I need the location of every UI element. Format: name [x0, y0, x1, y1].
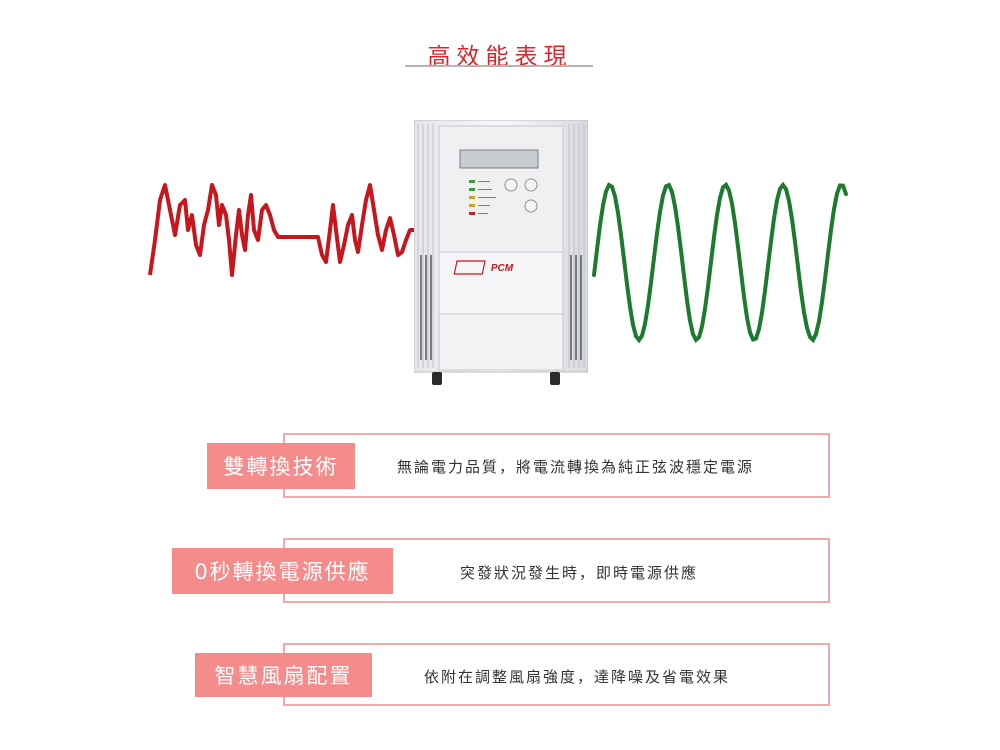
brand-logo: PCM — [491, 263, 514, 274]
feature-desc-smart-fan: 依附在調整風扇強度，達降噪及省電效果 — [424, 668, 731, 686]
feature-box-dual-conversion — [283, 433, 830, 498]
distorted-power-wave — [148, 183, 415, 277]
title-underline — [405, 65, 593, 67]
feature-box-smart-fan — [283, 643, 830, 706]
feature-label-zero-transfer: 0秒轉換電源供應 — [172, 548, 393, 594]
feature-desc-dual-conversion: 無論電力品質，將電流轉換為純正弦波穩定電源 — [397, 458, 755, 476]
clean-sine-wave — [592, 181, 848, 344]
feature-label-dual-conversion: 雙轉換技術 — [207, 443, 355, 489]
feature-label-smart-fan: 智慧風扇配置 — [195, 653, 372, 697]
feature-desc-zero-transfer: 突發狀況發生時，即時電源供應 — [460, 564, 699, 582]
waveform-illustration — [148, 181, 848, 344]
ups-device-image: PCM — [414, 120, 588, 385]
